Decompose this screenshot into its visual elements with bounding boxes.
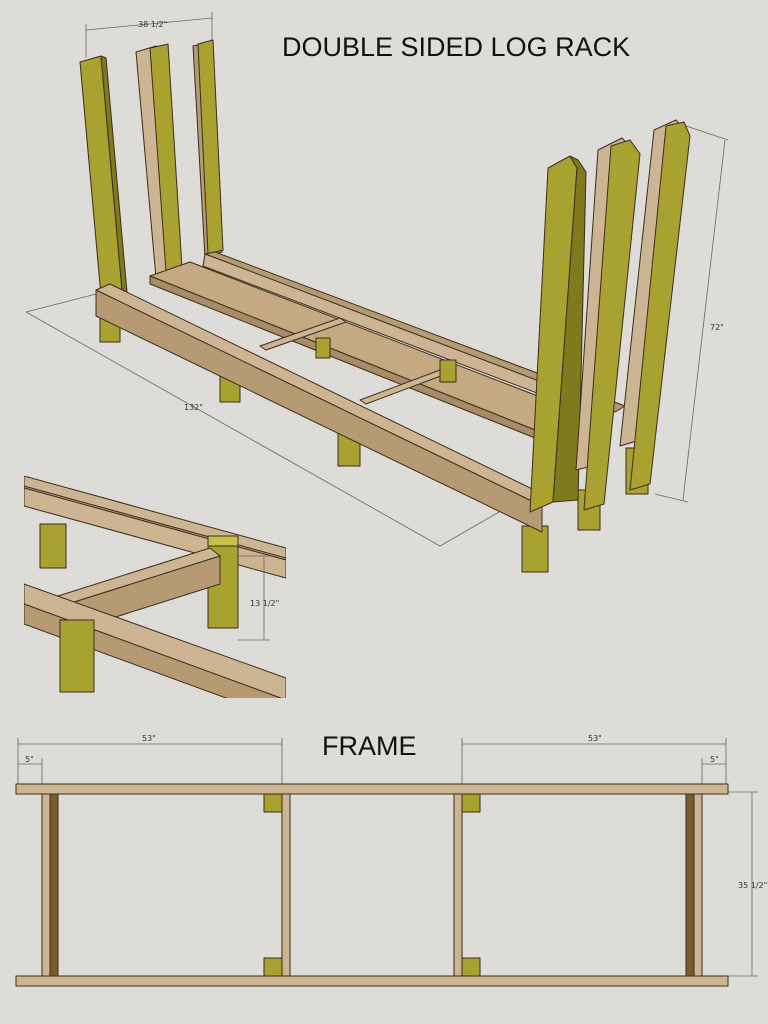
frame-left-offset-dimension: 5" (18, 755, 43, 784)
leg-height-dimension: 13 1/2" (238, 555, 279, 641)
frame-left-span-dimension: 53" (17, 734, 283, 784)
frame-right-offset-label: 5" (710, 755, 719, 764)
frame-left-offset-label: 5" (25, 755, 34, 764)
frame-title: FRAME (322, 731, 417, 761)
frame-depth-dimension: 35 1/2" (728, 791, 767, 977)
frame-leg-blocks (263, 793, 481, 977)
post-spacing-label: 38 1/2" (138, 20, 167, 29)
frame-top-board (15, 783, 729, 795)
frame-view: 53" 53" 5" 5" 35 1/2" (15, 734, 767, 987)
length-label: 132" (184, 403, 203, 412)
height-label: 72" (710, 323, 724, 332)
height-dimension: 72" (654, 123, 729, 503)
inset-detail-view (24, 476, 286, 698)
frame-left-span-label: 53" (142, 734, 156, 743)
frame-right-span-label: 53" (588, 734, 602, 743)
post-spacing-dimension: 38 1/2" (85, 12, 213, 58)
right-posts (529, 119, 691, 513)
title: DOUBLE SIDED LOG RACK (282, 32, 630, 62)
leg-height-label: 13 1/2" (250, 599, 279, 608)
main-3d-view: 38 1/2" 72" 132" (25, 12, 729, 573)
frame-right-offset-dimension: 5" (701, 755, 726, 784)
frame-cross-members (41, 793, 703, 977)
frame-depth-label: 35 1/2" (738, 881, 767, 890)
frame-bottom-board (15, 975, 729, 987)
left-posts (79, 39, 224, 297)
frame-right-span-dimension: 53" (461, 734, 727, 784)
